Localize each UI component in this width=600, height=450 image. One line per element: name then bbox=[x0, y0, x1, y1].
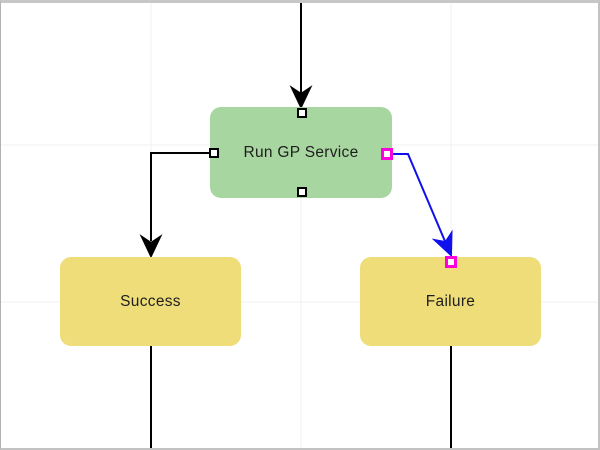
connector-incoming-top[interactable] bbox=[289, 3, 313, 110]
port-run-gp-service-bottom[interactable] bbox=[297, 187, 307, 197]
connector-layer bbox=[1, 3, 598, 448]
connector-run-gp-service-to-success[interactable] bbox=[139, 152, 213, 259]
node-label: Run GP Service bbox=[243, 143, 359, 161]
node-label: Failure bbox=[425, 292, 476, 310]
port-run-gp-service-top[interactable] bbox=[297, 108, 307, 118]
node-run-gp-service[interactable]: Run GP Service bbox=[210, 107, 392, 198]
grid bbox=[1, 3, 598, 448]
arrowhead bbox=[431, 229, 453, 258]
node-success[interactable]: Success bbox=[60, 257, 241, 346]
arrowhead bbox=[139, 234, 163, 259]
port-failure-top-selected[interactable] bbox=[445, 256, 457, 268]
connector-run-gp-service-to-failure-selected[interactable] bbox=[388, 153, 459, 259]
port-run-gp-service-right-selected[interactable] bbox=[381, 148, 393, 160]
port-run-gp-service-left[interactable] bbox=[209, 148, 219, 158]
arrowhead bbox=[289, 85, 313, 110]
node-failure[interactable]: Failure bbox=[360, 257, 541, 346]
node-label: Success bbox=[120, 292, 181, 310]
